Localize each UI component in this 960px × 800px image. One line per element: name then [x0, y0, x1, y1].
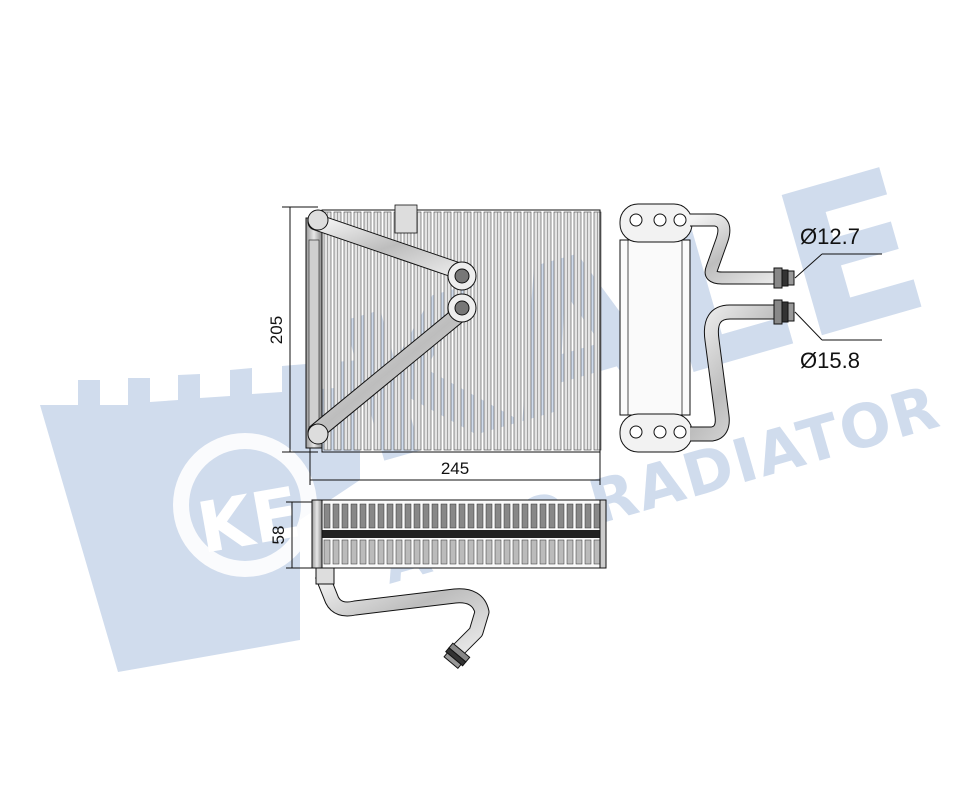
top-outlet-fitting — [443, 642, 471, 670]
top-fin — [593, 503, 601, 529]
top-fin — [467, 503, 475, 529]
top-fin — [440, 503, 448, 529]
top-fin — [332, 503, 340, 529]
top-fin — [539, 539, 547, 565]
top-fin — [395, 503, 403, 529]
top-fin — [386, 503, 394, 529]
top-fin — [512, 503, 520, 529]
top-fin — [332, 539, 340, 565]
top-view — [311, 499, 607, 670]
top-fin — [548, 539, 556, 565]
width-dimension: 245 — [309, 448, 601, 485]
top-fin — [530, 503, 538, 529]
large-fitting — [773, 299, 795, 325]
top-fin — [422, 503, 430, 529]
top-fin — [494, 539, 502, 565]
top-fin — [413, 539, 421, 565]
top-fin — [512, 539, 520, 565]
top-fin — [350, 539, 358, 565]
top-fin — [593, 539, 601, 565]
top-fin — [476, 539, 484, 565]
top-fin — [395, 539, 403, 565]
top-fin — [386, 539, 394, 565]
top-fin — [404, 539, 412, 565]
top-fin — [566, 539, 574, 565]
svg-text:KE: KE — [191, 471, 306, 569]
top-fin — [377, 503, 385, 529]
top-fin — [458, 503, 466, 529]
front-pipes — [307, 204, 477, 445]
small-fitting — [773, 267, 795, 289]
top-fin — [476, 503, 484, 529]
top-fin — [584, 539, 592, 565]
top-fin — [485, 539, 493, 565]
top-fin — [377, 539, 385, 565]
top-fin — [557, 539, 565, 565]
top-fin — [575, 503, 583, 529]
depth-value: 58 — [269, 526, 288, 545]
top-fin — [530, 539, 538, 565]
top-fin — [521, 503, 529, 529]
top-fin — [413, 503, 421, 529]
side-view: Ø12.7 Ø15.8 — [619, 203, 882, 453]
depth-dimension: 58 — [269, 501, 316, 569]
top-fin — [503, 539, 511, 565]
top-fin-block — [323, 503, 601, 565]
width-value: 245 — [441, 459, 469, 478]
top-fin — [440, 539, 448, 565]
top-fin — [494, 503, 502, 529]
top-fin — [359, 539, 367, 565]
top-fin — [341, 503, 349, 529]
top-fin — [458, 539, 466, 565]
height-dimension: 205 — [267, 206, 318, 453]
top-fin — [431, 539, 439, 565]
top-fin — [404, 503, 412, 529]
top-fin — [350, 503, 358, 529]
top-fin — [323, 503, 331, 529]
top-fin — [521, 539, 529, 565]
top-fin — [359, 503, 367, 529]
top-fin — [368, 539, 376, 565]
top-fin — [431, 503, 439, 529]
top-fin — [422, 539, 430, 565]
top-fin — [449, 503, 457, 529]
front-view — [305, 204, 602, 453]
top-fin — [557, 503, 565, 529]
height-value: 205 — [267, 316, 286, 344]
top-fin — [467, 539, 475, 565]
top-fin — [341, 539, 349, 565]
small-diameter-label: Ø12.7 — [800, 224, 860, 249]
top-fin — [584, 503, 592, 529]
top-fin — [323, 539, 331, 565]
top-fin — [575, 539, 583, 565]
top-fin — [368, 503, 376, 529]
top-fin — [485, 503, 493, 529]
large-diameter-label: Ø15.8 — [800, 348, 860, 373]
top-fin — [503, 503, 511, 529]
top-fin — [548, 503, 556, 529]
top-fin — [539, 503, 547, 529]
front-fin-block — [323, 211, 602, 451]
top-fin — [449, 539, 457, 565]
top-fin — [566, 503, 574, 529]
